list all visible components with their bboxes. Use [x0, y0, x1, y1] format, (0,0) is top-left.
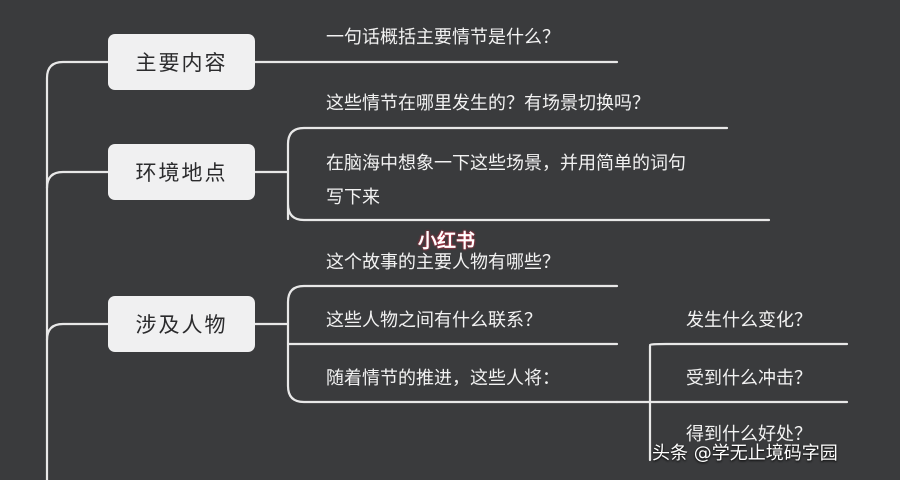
leaf-sub-change: 发生什么变化？ — [686, 310, 812, 331]
leaf-environment-write: 写下来 — [326, 187, 380, 208]
node-label: 环境地点 — [135, 161, 228, 185]
node-characters: 涉及人物 — [108, 296, 255, 352]
spine-to-node-2 — [45, 170, 110, 190]
leaf-main-summary: 一句话概括主要情节是什么？ — [326, 27, 560, 48]
leaf-characters-progress: 随着情节的推进，这些人将： — [326, 368, 560, 389]
node-label: 主要内容 — [135, 51, 228, 75]
main-spine — [45, 60, 110, 480]
leaf-sub-benefit: 得到什么好处？ — [686, 424, 812, 445]
spine-to-node-3 — [45, 322, 110, 342]
leaf-characters-who: 这个故事的主要人物有哪些？ — [326, 252, 560, 273]
branch-2-bracket — [253, 126, 771, 222]
leaf-sub-impact: 受到什么冲击？ — [686, 368, 812, 389]
toutiao-credit: 头条 @学无止境码字园 — [652, 443, 838, 464]
node-label: 涉及人物 — [135, 313, 228, 337]
leaf-environment-imagine: 在脑海中想象一下这些场景，并用简单的词句 — [326, 153, 686, 174]
sub-branch-bracket — [615, 342, 849, 462]
xiaohongshu-watermark: 小红书 — [418, 230, 476, 252]
leaf-environment-where: 这些情节在哪里发生的？有场景切换吗？ — [326, 93, 650, 114]
node-main-content: 主要内容 — [108, 34, 255, 90]
branch-3-bracket — [253, 284, 619, 404]
leaf-characters-relation: 这些人物之间有什么联系？ — [326, 310, 542, 331]
node-environment: 环境地点 — [108, 144, 255, 200]
